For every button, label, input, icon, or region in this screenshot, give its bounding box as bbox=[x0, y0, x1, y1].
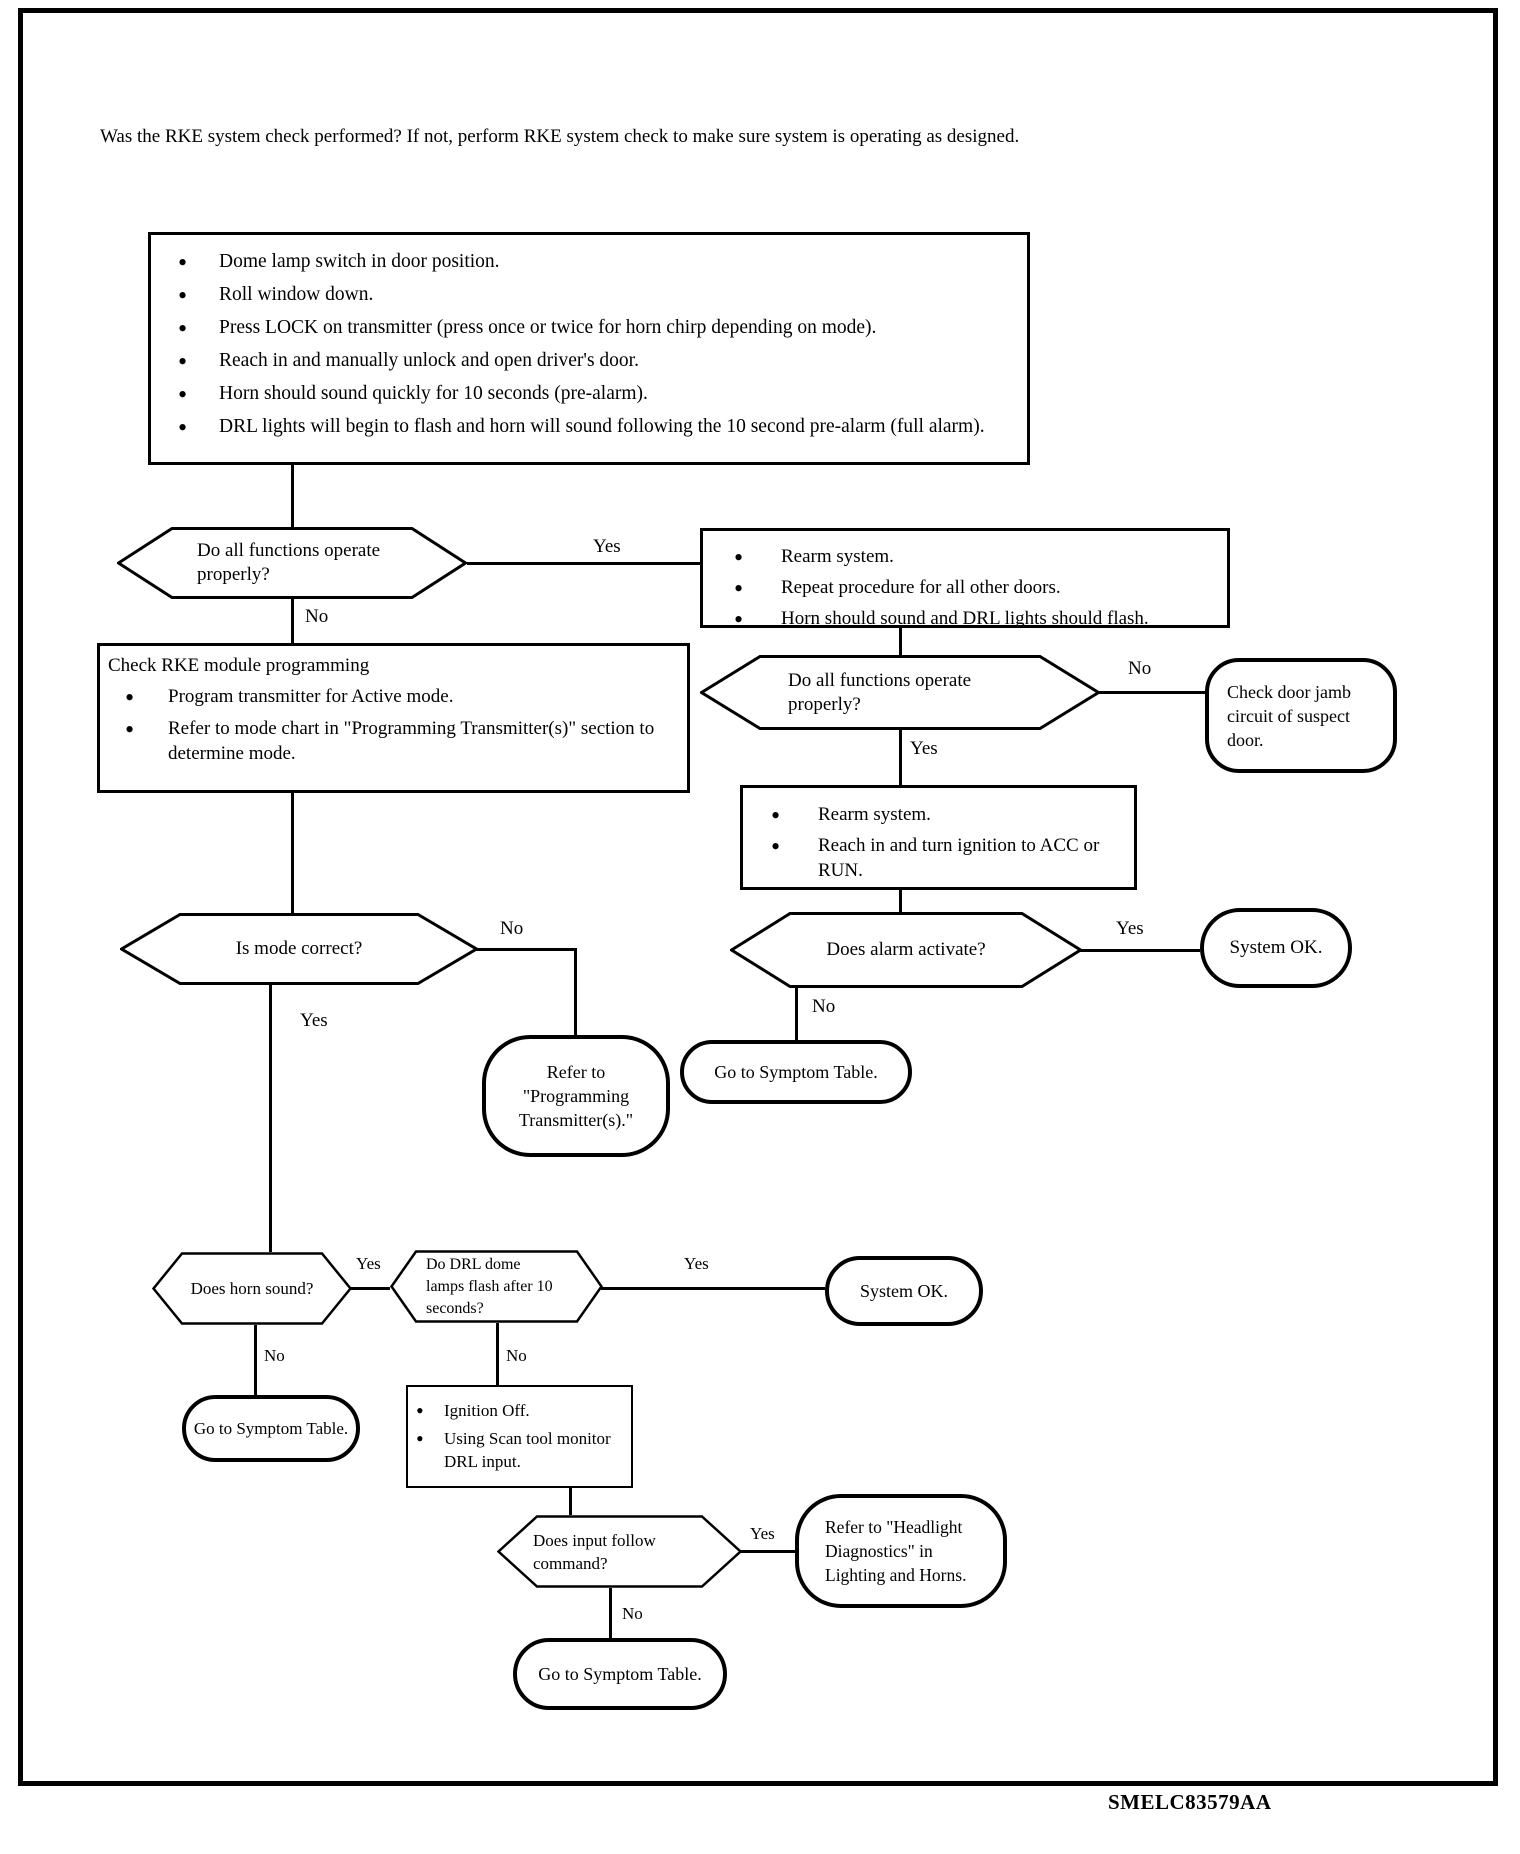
connector-line bbox=[899, 628, 902, 655]
branch-label-no: No bbox=[305, 606, 329, 627]
decision-all-functions-2: Do all functions operate properly? bbox=[700, 655, 1100, 730]
connector-line bbox=[476, 948, 576, 951]
decision-text: Do DRL dome lamps flash after 10 seconds… bbox=[426, 1255, 553, 1317]
hexagon-shape bbox=[120, 913, 478, 985]
connector-line bbox=[601, 1287, 825, 1290]
branch-label-yes: Yes bbox=[750, 1524, 775, 1543]
connector-line bbox=[291, 793, 294, 913]
terminator-text: Refer to "Headlight Diagnostics" in Ligh… bbox=[825, 1517, 967, 1585]
setup-steps-box: Dome lamp switch in door position. Roll … bbox=[148, 232, 1030, 465]
branch-label-no: No bbox=[1128, 658, 1152, 679]
branch-label-no: No bbox=[506, 1346, 527, 1365]
connector-line bbox=[254, 1325, 257, 1395]
list-item: Rearm system. bbox=[743, 802, 1134, 829]
branch-label-yes: Yes bbox=[593, 536, 621, 557]
connector-line bbox=[1098, 691, 1205, 694]
list-item: Using Scan tool monitor DRL input. bbox=[408, 1427, 631, 1473]
intro-text: Was the RKE system check performed? If n… bbox=[100, 126, 1020, 147]
connector-line bbox=[496, 1323, 499, 1385]
connector-line bbox=[291, 465, 294, 527]
terminator-text: System OK. bbox=[1229, 937, 1323, 958]
branch-label-no: No bbox=[264, 1346, 285, 1365]
terminator-text: Go to Symptom Table. bbox=[538, 1663, 702, 1684]
decision-drl-flash: Do DRL dome lamps flash after 10 seconds… bbox=[390, 1250, 603, 1323]
connector-line bbox=[740, 1550, 797, 1553]
list-item: Dome lamp switch in door position. bbox=[151, 249, 1027, 276]
connector-line bbox=[609, 1588, 612, 1638]
decision-text: Do all functions operate properly? bbox=[197, 540, 381, 585]
branch-label-yes: Yes bbox=[300, 1010, 328, 1031]
refer-headlight-terminator: Refer to "Headlight Diagnostics" in Ligh… bbox=[795, 1494, 1007, 1608]
connector-line bbox=[899, 730, 902, 785]
hexagon-shape bbox=[700, 655, 1100, 730]
list-item: Rearm system. bbox=[703, 544, 1227, 571]
decision-text: Does alarm activate? bbox=[826, 939, 986, 960]
connector-line bbox=[795, 988, 798, 1040]
rearm-ignition-box: Rearm system. Reach in and turn ignition… bbox=[740, 785, 1137, 890]
page-border bbox=[18, 8, 1498, 1786]
branch-label-yes: Yes bbox=[1116, 918, 1144, 939]
list-item: Press LOCK on transmitter (press once or… bbox=[151, 315, 1027, 342]
refer-programming-terminator: Refer to "Programming Transmitter(s)." bbox=[482, 1035, 670, 1157]
branch-label-yes: Yes bbox=[684, 1254, 709, 1273]
decision-all-functions-1: Do all functions operate properly? bbox=[117, 527, 467, 599]
connector-line bbox=[350, 1287, 390, 1290]
decision-horn-sound: Does horn sound? bbox=[152, 1252, 352, 1325]
list-item: Refer to mode chart in "Programming Tran… bbox=[100, 716, 687, 766]
hexagon-shape bbox=[390, 1250, 603, 1323]
connector-line bbox=[899, 890, 902, 912]
branch-label-no: No bbox=[622, 1604, 643, 1623]
connector-line bbox=[291, 599, 294, 643]
decision-input-follow: Does input follow command? bbox=[497, 1515, 742, 1588]
list-item: Reach in and manually unlock and open dr… bbox=[151, 348, 1027, 375]
branch-label-yes: Yes bbox=[910, 738, 938, 759]
rearm-repeat-box: Rearm system. Repeat procedure for all o… bbox=[700, 528, 1230, 633]
terminator-text: Go to Symptom Table. bbox=[193, 1418, 349, 1438]
system-ok-terminator: System OK. bbox=[1200, 908, 1352, 988]
terminator-text: System OK. bbox=[859, 1280, 948, 1301]
list-item: Roll window down. bbox=[151, 282, 1027, 309]
hexagon-shape bbox=[497, 1515, 742, 1588]
connector-line bbox=[467, 562, 700, 565]
box-title: Check RKE module programming bbox=[108, 655, 370, 676]
figure-code: SMELC83579AA bbox=[1108, 1790, 1272, 1814]
connector-line bbox=[1080, 949, 1200, 952]
decision-text: Does input follow command? bbox=[533, 1530, 656, 1573]
terminator-text: Go to Symptom Table. bbox=[714, 1061, 878, 1082]
symptom-table-terminator: Go to Symptom Table. bbox=[680, 1040, 912, 1104]
decision-mode-correct: Is mode correct? bbox=[120, 913, 478, 985]
list-item: Program transmitter for Active mode. bbox=[100, 684, 687, 711]
list-item: Horn should sound quickly for 10 seconds… bbox=[151, 381, 1027, 408]
hexagon-shape bbox=[117, 527, 467, 599]
scan-tool-box: Ignition Off. Using Scan tool monitor DR… bbox=[406, 1385, 633, 1488]
list-item: Ignition Off. bbox=[408, 1399, 631, 1422]
list-item: Reach in and turn ignition to ACC or RUN… bbox=[743, 833, 1134, 883]
check-door-jamb-terminator: Check door jamb circuit of suspect door. bbox=[1205, 658, 1397, 773]
branch-label-no: No bbox=[500, 918, 524, 939]
system-ok-terminator: System OK. bbox=[825, 1256, 983, 1326]
list-item: DRL lights will begin to flash and horn … bbox=[151, 414, 1027, 441]
decision-text: Does horn sound? bbox=[190, 1278, 314, 1298]
decision-text: Do all functions operate properly? bbox=[788, 669, 972, 715]
terminator-text: Check door jamb circuit of suspect door. bbox=[1227, 681, 1351, 750]
symptom-table-terminator: Go to Symptom Table. bbox=[182, 1395, 360, 1462]
symptom-table-terminator: Go to Symptom Table. bbox=[513, 1638, 727, 1710]
connector-line bbox=[574, 948, 577, 1035]
list-item: Repeat procedure for all other doors. bbox=[703, 575, 1227, 602]
decision-alarm-activate: Does alarm activate? bbox=[730, 912, 1082, 988]
hexagon-shape bbox=[730, 912, 1082, 988]
connector-line bbox=[269, 985, 272, 1252]
connector-line bbox=[569, 1488, 572, 1515]
hexagon-shape bbox=[152, 1252, 352, 1325]
branch-label-yes: Yes bbox=[356, 1254, 381, 1273]
list-item: Horn should sound and DRL lights should … bbox=[703, 606, 1227, 633]
check-rke-programming-box: Check RKE module programming Program tra… bbox=[97, 643, 690, 793]
terminator-text: Refer to "Programming Transmitter(s)." bbox=[518, 1062, 634, 1130]
decision-text: Is mode correct? bbox=[235, 938, 363, 959]
branch-label-no: No bbox=[812, 996, 836, 1017]
